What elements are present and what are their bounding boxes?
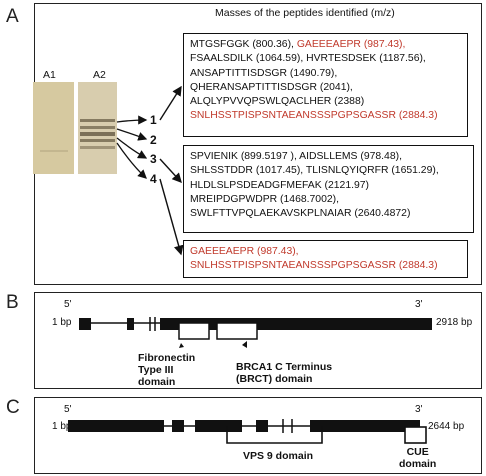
vps9-bracket <box>226 426 323 444</box>
fibronectin-domain-label: Fibronectin Type III domain <box>138 352 196 388</box>
arrow-band3-to-box2 <box>159 158 182 184</box>
band-arrows <box>116 115 148 179</box>
arrow-band4-to-box3 <box>159 178 184 256</box>
peptide-line: SNLHSSTPISPSNTAEANSSSPGPSGASSR (2884.3) <box>190 109 461 123</box>
panel-b-letter: B <box>6 292 19 313</box>
exon <box>127 318 134 330</box>
peptide-mass: ALQLYPVVQPSWLQACLHER (2388) <box>190 96 365 108</box>
masses-title: Masses of the peptides identified (m/z) <box>215 7 395 19</box>
gene-c-five-prime: 5' <box>64 404 72 415</box>
band-arrow-2 <box>116 128 148 141</box>
peptide-line: QHERANSAPTITTISDSGR (2041), <box>190 81 461 95</box>
cue-bracket <box>404 426 427 444</box>
exon <box>310 420 420 432</box>
band-arrow-3 <box>116 137 148 159</box>
peptide-mass: HLDLSLPSDEADGFMEFAK (2121.97) <box>190 179 370 191</box>
gene-b-five-prime: 5' <box>64 299 72 310</box>
brct-domain-label: BRCA1 C Terminus (BRCT) domain <box>236 361 333 385</box>
gene-c-start-label: 1 bp <box>52 421 72 432</box>
peptide-line: FSAALSDILK (1064.59), HVRTESDSEK (1187.5… <box>190 52 461 66</box>
peptide-line: SWLFTTVPQLAEKAVSKPLNAIAR (2640.4872) <box>190 207 467 221</box>
panel-b-frame <box>34 292 482 389</box>
peptide-line: MREIPDGPWDPR (1468.7002), <box>190 193 467 207</box>
peptide-mass: FSAALSDILK (1064.59), HVRTESDSEK (1187.5… <box>190 53 426 65</box>
panel-c-frame <box>34 397 482 474</box>
box-arrows <box>159 85 184 256</box>
band-number-1: 1 <box>150 113 157 127</box>
peptide-mass: MTGSFGGK (800.36), <box>190 39 297 50</box>
domain-b-bracket <box>216 322 258 340</box>
peptide-box-band-1: MTGSFGGK (800.36), GAEEEAEPR (987.43),FS… <box>183 33 468 137</box>
peptide-mass: ANSAPTITTISDSGR (1490.79), <box>190 67 338 79</box>
peptide-line: ALQLYPVVQPSWLQACLHER (2388) <box>190 95 461 109</box>
arrow-band1-to-box1 <box>159 85 182 121</box>
gel-label-a1: A1 <box>43 69 56 81</box>
exon <box>195 420 242 432</box>
band-number-4: 4 <box>150 172 157 186</box>
peptide-line: HLDLSLPSDEADGFMEFAK (2121.97) <box>190 179 467 193</box>
peptide-mass-highlighted: SNLHSSTPISPSNTAEANSSSPGPSGASSR (2884.3) <box>190 110 438 122</box>
fibronectin-pointer <box>179 343 184 348</box>
gene-b-end-label: 2918 bp <box>436 317 473 328</box>
peptide-line: GAEEEAEPR (987.43), <box>190 245 461 259</box>
peptide-line: SPVIENIK (899.5197 ), AIDSLLEMS (978.48)… <box>190 150 467 164</box>
band-arrow-4 <box>116 142 147 179</box>
peptide-line: MTGSFGGK (800.36), GAEEEAEPR (987.43), <box>190 38 461 52</box>
gel-band <box>80 139 115 142</box>
peptide-line: SNLHSSTPISPSNTAEANSSSPGPSGASSR (2884.3) <box>190 259 461 273</box>
peptide-mass: SHLSSTDDR (1017.45), TLISNLQYIQRFR (1651… <box>190 165 439 177</box>
gene-model-c <box>68 419 427 444</box>
peptide-mass-highlighted: GAEEEAEPR (987.43), <box>296 39 406 50</box>
gene-model-b <box>79 317 432 348</box>
peptide-box-band-4: GAEEEAEPR (987.43), SNLHSSTPISPSNTAEANSSS… <box>183 240 468 278</box>
gel-band <box>40 150 68 152</box>
domain-f-bracket <box>178 322 210 340</box>
peptide-box-band-3: SPVIENIK (899.5197 ), AIDSLLEMS (978.48)… <box>183 145 474 233</box>
gel-band <box>80 146 115 149</box>
exon <box>256 420 268 432</box>
gel-label-a2: A2 <box>93 69 106 81</box>
peptide-line: SHLSSTDDR (1017.45), TLISNLQYIQRFR (1651… <box>190 164 467 178</box>
vps9-domain-label: VPS 9 domain <box>243 450 314 462</box>
peptide-mass: MREIPDGPWDPR (1468.7002), <box>190 193 339 205</box>
peptide-line: ANSAPTITTISDSGR (1490.79), <box>190 67 461 81</box>
gel-image-a1 <box>33 82 74 174</box>
gene-c-end-label: 2644 bp <box>428 421 465 432</box>
peptide-mass: SWLFTTVPQLAEKAVSKPLNAIAR (2640.4872) <box>190 208 411 220</box>
peptide-mass: QHERANSAPTITTISDSGR (2041), <box>190 81 353 93</box>
panel-a-letter: A <box>6 6 19 27</box>
exon <box>68 420 164 432</box>
gel-band <box>80 132 115 136</box>
band-arrow-1 <box>116 115 148 125</box>
peptide-mass-highlighted: GAEEEAEPR (987.43), <box>190 246 299 257</box>
gene-b-start-label: 1 bp <box>52 317 72 328</box>
cue-domain-label: CUE domain <box>399 446 437 470</box>
gene-b-three-prime: 3' <box>415 299 423 310</box>
gel-band <box>80 126 115 129</box>
peptide-mass: SPVIENIK (899.5197 ), AIDSLLEMS (978.48)… <box>190 151 402 162</box>
gel-band <box>80 119 115 122</box>
panel-c-letter: C <box>6 397 20 418</box>
band-number-2: 2 <box>150 133 157 147</box>
exon <box>172 420 184 432</box>
gene-c-three-prime: 3' <box>415 404 423 415</box>
gel-bands <box>40 119 115 152</box>
brct-pointer <box>242 341 247 348</box>
band-number-3: 3 <box>150 152 157 166</box>
exon <box>79 318 91 330</box>
peptide-mass-highlighted: SNLHSSTPISPSNTAEANSSSPGPSGASSR (2884.3) <box>190 260 438 272</box>
